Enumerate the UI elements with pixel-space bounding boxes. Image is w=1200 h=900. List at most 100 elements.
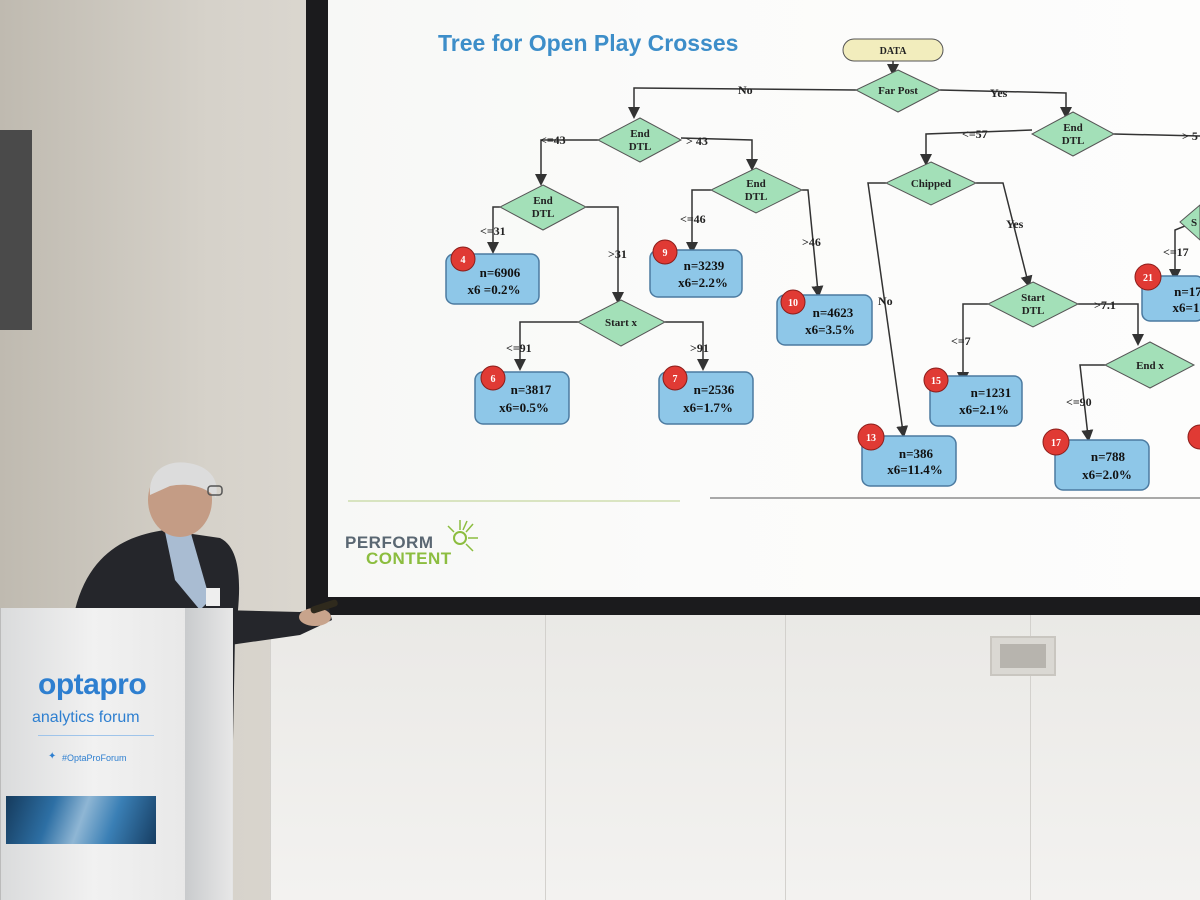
leaf-node-7: 7 n=2536 x6=1.7%	[658, 365, 754, 425]
svg-text:S: S	[1191, 217, 1197, 229]
podium-banner-graphic	[6, 796, 156, 844]
svg-text:End x: End x	[1136, 360, 1164, 372]
diamond-end-dtl: End DTL	[709, 167, 804, 214]
svg-text:DTL: DTL	[629, 141, 652, 153]
svg-text:End: End	[630, 128, 650, 140]
svg-text:x6 =0.2%: x6 =0.2%	[468, 282, 521, 297]
svg-text:> 43: > 43	[686, 134, 708, 148]
svg-text:<=17: <=17	[1163, 245, 1189, 259]
perform-content-logo-mark	[447, 520, 478, 552]
wall-panel	[545, 615, 786, 900]
svg-text:x6=2.0%: x6=2.0%	[1082, 467, 1132, 482]
diamond-start-x: Start x	[576, 299, 667, 347]
svg-text:13: 13	[866, 433, 876, 444]
podium-side	[185, 608, 232, 900]
svg-text:n=4623: n=4623	[813, 305, 854, 320]
svg-text:10: 10	[788, 298, 798, 309]
leaf-node-9: 9 n=3239 x6=2.2%	[649, 239, 743, 298]
leaf-node-13: 13 n=386 x6=11.4%	[857, 423, 957, 487]
svg-text:n=3239: n=3239	[684, 258, 725, 273]
svg-text:No: No	[878, 294, 893, 308]
svg-text:DTL: DTL	[1022, 305, 1045, 317]
svg-text:DTL: DTL	[1062, 135, 1085, 147]
perform-logo-text: PERFORM	[345, 533, 434, 552]
svg-text:DTL: DTL	[745, 191, 768, 203]
leaf-node-4: 4 n=6906 x6 =0.2%	[445, 246, 540, 305]
diamond-end-x: End x	[1103, 341, 1196, 389]
edge-labels: No Yes <=43 > 43 <=31 >31 <=46 >46 <=91 …	[480, 83, 1198, 409]
content-logo-text: CONTENT	[366, 549, 452, 568]
svg-text:<=90: <=90	[1066, 395, 1092, 409]
leaf-node-6: 6 n=3817 x6=0.5%	[474, 365, 570, 425]
svg-text:<=31: <=31	[480, 224, 506, 238]
svg-text:End: End	[533, 195, 553, 207]
svg-text:7: 7	[673, 374, 678, 385]
svg-text:x6=3.5%: x6=3.5%	[805, 322, 855, 337]
svg-text:DTL: DTL	[532, 208, 555, 220]
wall-vent	[990, 636, 1056, 676]
wall-panel	[1030, 615, 1200, 900]
svg-text:Yes: Yes	[990, 86, 1008, 100]
tree-edges	[487, 87, 1200, 442]
svg-text:6: 6	[491, 374, 496, 385]
svg-text:17: 17	[1051, 438, 1061, 449]
leaf-nodes: 4 n=6906 x6 =0.2% 9 n=3239 x6=2.2% 10 n=…	[445, 239, 1200, 491]
svg-text:No: No	[738, 83, 753, 97]
svg-text:n=3817: n=3817	[511, 382, 552, 397]
svg-text:n=788: n=788	[1091, 449, 1126, 464]
svg-text:21: 21	[1143, 273, 1153, 284]
svg-text:9: 9	[663, 248, 668, 259]
svg-text:>7.1: >7.1	[1094, 298, 1116, 312]
wall-fixture	[0, 130, 32, 330]
svg-text:n=1231: n=1231	[971, 385, 1012, 400]
diamond-end-dtl: End DTL	[498, 184, 588, 231]
root-node: DATA	[842, 38, 944, 62]
svg-text:x6=1: x6=1	[1173, 300, 1200, 315]
diamond-end-dtl: End DTL	[596, 117, 683, 163]
svg-text:<=43: <=43	[540, 133, 566, 147]
diamond-start-dtl: Start DTL	[986, 281, 1080, 328]
svg-text:<=46: <=46	[680, 212, 706, 226]
svg-text:n=386: n=386	[899, 446, 934, 461]
svg-text:x6=1.7%: x6=1.7%	[683, 400, 733, 415]
optapro-logo: optapro	[38, 668, 147, 701]
svg-text:Start x: Start x	[605, 317, 638, 329]
svg-text:x6=11.4%: x6=11.4%	[887, 462, 942, 477]
twitter-bird-icon: ✦	[48, 751, 57, 762]
diamond-far-post: Far Post	[854, 69, 942, 113]
slide-title: Tree for Open Play Crosses	[438, 30, 739, 56]
podium-hashtag: #OptaProForum	[62, 753, 127, 763]
svg-text:4: 4	[461, 255, 466, 266]
decision-tree-diagram: DATA No Yes <=43	[348, 38, 1200, 552]
svg-text:>46: >46	[802, 235, 821, 249]
svg-text:End: End	[1063, 122, 1083, 134]
svg-text:>91: >91	[690, 341, 709, 355]
svg-text:Far Post: Far Post	[878, 85, 918, 97]
svg-text:n=17: n=17	[1174, 284, 1200, 299]
svg-text:<=57: <=57	[962, 127, 988, 141]
svg-text:> 5: > 5	[1182, 129, 1198, 143]
svg-text:Chipped: Chipped	[911, 178, 951, 190]
svg-text:x6=2.1%: x6=2.1%	[959, 402, 1009, 417]
svg-text:<=91: <=91	[506, 341, 532, 355]
svg-text:x6=0.5%: x6=0.5%	[499, 400, 549, 415]
wall-panel	[270, 615, 546, 900]
podium-divider	[38, 735, 154, 736]
leaf-node-17: 17 n=788 x6=2.0%	[1042, 428, 1150, 491]
svg-text:Start: Start	[1021, 292, 1045, 304]
diamond-partial: S	[1179, 204, 1200, 241]
podium-tagline: analytics forum	[32, 709, 140, 726]
leaf-node-partial	[1187, 424, 1200, 450]
svg-text:n=2536: n=2536	[694, 382, 735, 397]
svg-text:>31: >31	[608, 247, 627, 261]
svg-text:DATA: DATA	[880, 46, 908, 57]
leaf-node-21: 21 n=17 x6=1	[1134, 263, 1200, 322]
svg-text:n=6906: n=6906	[480, 265, 521, 280]
presentation-slide: Tree for Open Play Crosses DATA	[328, 0, 1200, 597]
svg-text:x6=2.2%: x6=2.2%	[678, 275, 728, 290]
diamond-end-dtl: End DTL	[1030, 111, 1116, 157]
svg-text:Yes: Yes	[1006, 217, 1024, 231]
svg-text:End: End	[746, 178, 766, 190]
diamond-chipped: Chipped	[884, 161, 978, 206]
decision-nodes: Far Post End DTL End DTL End DTL End DTL	[498, 69, 1200, 389]
